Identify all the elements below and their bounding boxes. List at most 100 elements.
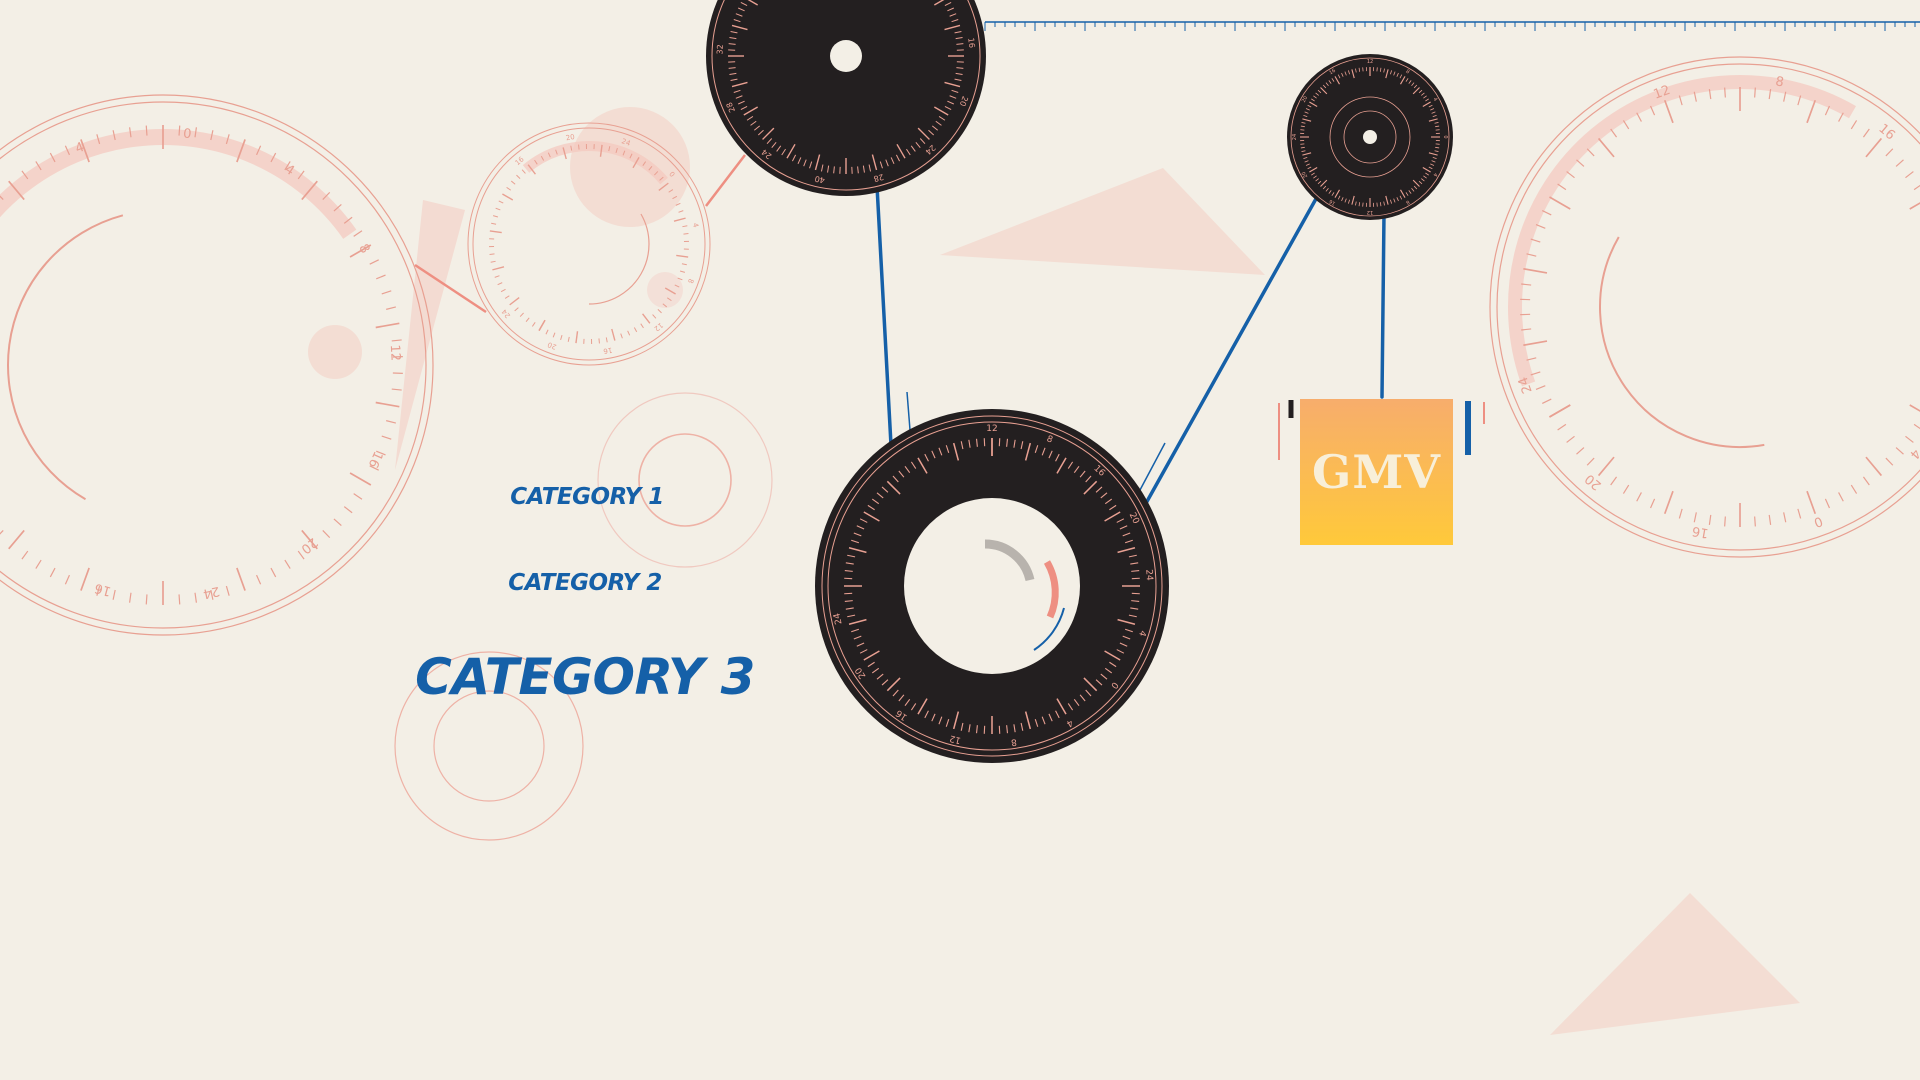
dial-tick xyxy=(1428,118,1438,122)
dial-tick xyxy=(1423,95,1427,99)
dial-tick xyxy=(944,81,961,88)
dial-tick xyxy=(1535,385,1546,390)
dial-tick xyxy=(1431,111,1436,114)
dial-tick xyxy=(917,127,930,140)
dial-tick xyxy=(737,100,745,105)
dial-tick xyxy=(1597,137,1615,158)
dial-tick xyxy=(658,182,669,191)
gmv-logo[interactable]: GMV xyxy=(1300,399,1453,545)
dial-tick xyxy=(1724,87,1726,98)
dial-tick xyxy=(915,141,921,149)
dial-tick xyxy=(611,328,616,341)
dial-tick xyxy=(919,138,926,145)
dial-tick xyxy=(924,453,929,462)
dial-tick xyxy=(1885,148,1894,157)
dial-tick xyxy=(1768,514,1772,525)
dial-tick xyxy=(1393,71,1396,76)
dial-ring xyxy=(1290,57,1450,217)
dial-tick xyxy=(545,329,549,335)
dial-label: 16 xyxy=(365,449,385,470)
dial-tick xyxy=(1328,80,1332,84)
dial-tick xyxy=(322,191,331,200)
dial-tick xyxy=(809,161,813,169)
dial-tick xyxy=(1430,163,1435,166)
dial-tick xyxy=(898,470,905,478)
dial-tick xyxy=(1586,148,1595,157)
dial-label: 0 xyxy=(667,170,676,179)
dial-tick xyxy=(949,95,957,99)
dial-tick xyxy=(500,288,506,293)
dial-tick xyxy=(1905,171,1914,179)
background-blob xyxy=(308,325,362,379)
dial-tick xyxy=(1079,470,1086,478)
dial-label: 0 xyxy=(1442,135,1448,138)
dial-label: 8 xyxy=(1010,736,1017,747)
dial-tick xyxy=(947,7,955,12)
dial-tick xyxy=(381,435,392,440)
dial-tick xyxy=(1542,398,1552,404)
dial-tick xyxy=(1109,504,1117,511)
dial-label: 24 xyxy=(832,612,844,626)
dial-tick xyxy=(225,585,230,596)
dial-tick xyxy=(730,30,738,34)
dial-tick xyxy=(1041,716,1046,725)
dial-tick xyxy=(867,661,875,668)
dial-tick xyxy=(871,154,878,171)
dial-tick xyxy=(1104,511,1121,522)
dial-ring xyxy=(821,415,1163,757)
dial-tick xyxy=(1693,91,1697,102)
dial-tick xyxy=(1024,442,1032,461)
dial-tick xyxy=(1754,87,1756,98)
dial-tick xyxy=(776,145,782,152)
dial-tick xyxy=(1885,457,1894,466)
dial-tick xyxy=(1862,476,1870,486)
dial-tick xyxy=(827,165,830,173)
dial-tick xyxy=(1400,189,1406,198)
dial-tick xyxy=(1390,199,1393,204)
dial-tick xyxy=(952,442,960,461)
category-3-link[interactable]: CATEGORY 3 xyxy=(415,648,755,706)
dial-tick xyxy=(1610,476,1618,486)
dial-tick xyxy=(729,37,737,40)
dial-tick xyxy=(1085,689,1092,697)
dial-tick xyxy=(1708,89,1712,100)
dial-tick xyxy=(956,43,964,45)
dial-tick xyxy=(498,200,504,204)
dial-tick xyxy=(284,559,291,569)
dial-band xyxy=(1508,75,1856,387)
dial-tick xyxy=(945,718,950,727)
dial-tick xyxy=(1412,179,1420,187)
category-2-link[interactable]: CATEGORY 2 xyxy=(508,570,662,596)
dial-tick xyxy=(1434,150,1439,152)
dial-label: 8 xyxy=(686,277,695,284)
dial-tick xyxy=(519,312,524,317)
dial-tick xyxy=(931,713,936,722)
dial-tick xyxy=(1425,98,1429,102)
dial-ring xyxy=(711,0,981,191)
dial-tick xyxy=(8,529,25,550)
dial-band xyxy=(522,141,668,185)
dial-tick xyxy=(881,486,889,493)
dial-tick xyxy=(502,193,514,201)
dial-tick xyxy=(1083,677,1098,692)
dial-tick xyxy=(1303,157,1308,160)
dial-tick xyxy=(1034,718,1039,727)
dial-tick xyxy=(1913,423,1920,430)
dial-tick xyxy=(1055,453,1060,462)
dial-top[interactable]: 812162024284024283224 xyxy=(706,0,986,196)
dial-tick xyxy=(938,447,943,456)
dial-tick xyxy=(886,677,901,692)
dial-tick xyxy=(333,203,342,212)
category-1-link[interactable]: CATEGORY 1 xyxy=(510,484,664,510)
dial-tick xyxy=(678,210,684,213)
dial-tick xyxy=(1358,202,1361,207)
dial-tick xyxy=(1610,128,1618,138)
dial-tick xyxy=(489,230,502,234)
dial-label: 28 xyxy=(725,101,737,114)
dial-tick xyxy=(112,130,116,141)
dial-tick xyxy=(1783,512,1787,523)
dial-ring xyxy=(472,127,706,361)
dial-tick xyxy=(1622,120,1630,130)
